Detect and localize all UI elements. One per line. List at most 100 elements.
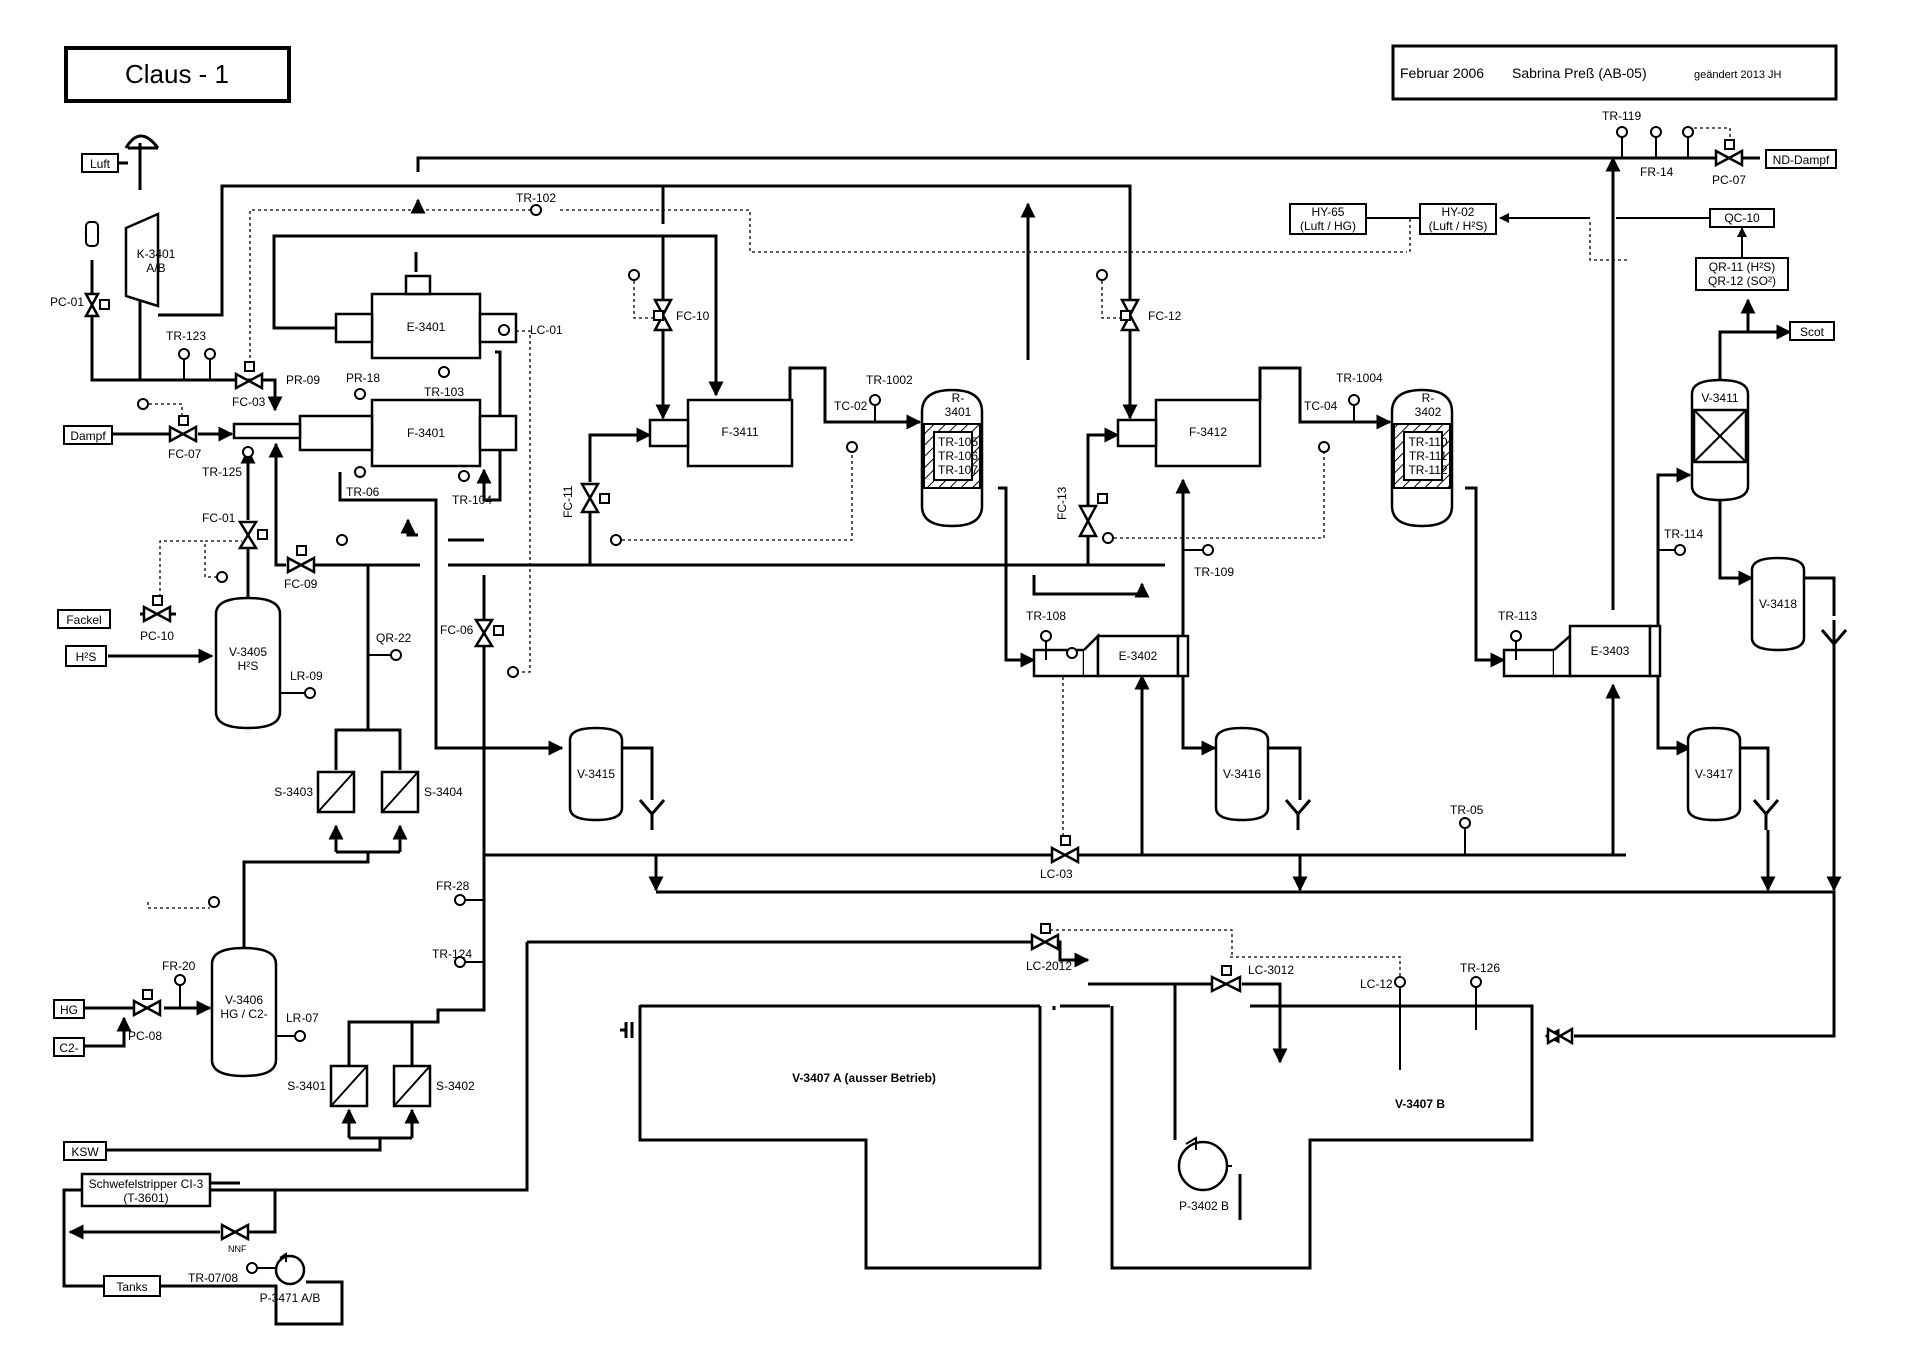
sulfur-stripper: Schwefelstripper CI-3 (T-3601)	[80, 1172, 212, 1208]
furnace-f3411: F-3411	[648, 398, 794, 468]
tag-lc3012: LC-3012	[1248, 963, 1294, 977]
tag-lc01: LC-01	[530, 323, 563, 337]
r3402-label-1: R-	[1422, 391, 1435, 405]
furnace-f3412: F-3412	[1116, 398, 1262, 468]
v3405-label-2: H²S	[238, 659, 259, 673]
f3401-label: F-3401	[407, 426, 445, 440]
tag-pr09: PR-09	[286, 373, 320, 387]
valve-pc01[interactable]	[83, 292, 110, 318]
tag-fc03: FC-03	[232, 395, 266, 409]
filter-s3404: S-3404	[380, 770, 463, 814]
tag-tc04: TC-04	[1304, 399, 1338, 413]
valve-pc08[interactable]	[132, 989, 162, 1018]
tag-lr09: LR-09	[290, 669, 323, 683]
author-date: Februar 2006	[1400, 65, 1484, 81]
analyzer-boxes: HY-65 (Luft / HG) HY-02 (Luft / H²S) QC-…	[1289, 203, 1789, 291]
tag-tr114: TR-114	[1664, 527, 1703, 541]
tag-tr103: TR-103	[424, 385, 464, 399]
f3412-label: F-3412	[1189, 425, 1227, 439]
v3406-label-2: HG / C2-	[220, 1007, 267, 1021]
e3402-label: E-3402	[1119, 649, 1158, 663]
qc10-label: QC-10	[1724, 211, 1760, 225]
p3402b-label: P-3402 B	[1179, 1199, 1229, 1213]
tag-tr06: TR-06	[346, 485, 380, 499]
tag-tr1004: TR-1004	[1336, 371, 1383, 385]
sulfur-pit-v3407: V-3407 A (ausser Betrieb) V-3407 B	[620, 1004, 1534, 1270]
tag-tr119: TR-119	[1602, 109, 1641, 123]
stream-scot: Scot	[1800, 325, 1825, 339]
stream-fackel: Fackel	[66, 613, 101, 627]
v3418-label: V-3418	[1759, 597, 1797, 611]
valve-pc07[interactable]	[1714, 139, 1744, 168]
valve-fc07[interactable]	[168, 415, 198, 444]
f3411-label: F-3411	[721, 425, 758, 439]
valve-fc12[interactable]	[1119, 298, 1141, 332]
v3416-label: V-3416	[1223, 767, 1261, 781]
s3402-label: S-3402	[436, 1079, 475, 1093]
valve-fc01[interactable]	[237, 520, 268, 550]
stream-tanks: Tanks	[116, 1280, 147, 1294]
valve-fc10[interactable]	[652, 298, 674, 332]
valve-fc03[interactable]	[234, 361, 264, 391]
r3401-tag-3: TR-107	[938, 463, 978, 477]
tag-nnf: NNF	[228, 1244, 247, 1254]
v3407a-label: V-3407 A (ausser Betrieb)	[792, 1071, 936, 1085]
tag-fc13: FC-13	[1055, 486, 1069, 520]
tag-fr20: FR-20	[162, 959, 196, 973]
r3401-tag-2: TR-106	[938, 449, 978, 463]
valve-pit-inlet[interactable]	[1546, 1026, 1574, 1046]
r3402-tag-1: TR-110	[1408, 435, 1447, 449]
valve-fc06[interactable]	[473, 618, 504, 648]
r3402-label-2: 3402	[1415, 405, 1442, 419]
tag-tr05: TR-05	[1450, 803, 1484, 817]
k3401-label-2: A/B	[146, 261, 165, 275]
instrument-labels: PC-01 TR-123 FC-03 PR-09 PR-18 FC-07 TR-…	[50, 109, 1746, 1285]
tag-fc07: FC-07	[168, 447, 202, 461]
stream-nd-dampf: ND-Dampf	[1773, 153, 1830, 167]
valve-fc09[interactable]	[286, 545, 316, 575]
valve-lc2012[interactable]	[1030, 923, 1060, 952]
tag-lc2012: LC-2012	[1026, 959, 1072, 973]
r3401-label-1: R-	[952, 391, 965, 405]
tag-lc03: LC-03	[1040, 867, 1073, 881]
tag-tc02: TC-02	[834, 399, 868, 413]
valve-lc03[interactable]	[1050, 835, 1080, 865]
tag-tr102: TR-102	[516, 191, 556, 205]
r3402-tag-2: TR-111	[1409, 449, 1448, 463]
tag-pc01: PC-01	[50, 295, 84, 309]
instrument-bubbles	[137, 126, 1694, 1274]
revision-note: geändert 2013 JH	[1694, 69, 1782, 81]
valve-fc13[interactable]	[1077, 493, 1108, 538]
v3417-label: V-3417	[1695, 767, 1733, 781]
tag-tr108: TR-108	[1026, 609, 1066, 623]
r3402-tag-3: TR-112	[1408, 463, 1447, 477]
tag-lr07: LR-07	[286, 1011, 319, 1025]
signal-lines	[143, 127, 1731, 980]
valve-pc10[interactable]	[142, 595, 172, 624]
furnace-f3401: F-3401	[232, 398, 518, 468]
stream-ksw: KSW	[71, 1145, 99, 1159]
pump-p3471: P-3471 A/B	[260, 1252, 320, 1305]
valve-lc3012[interactable]	[1210, 965, 1242, 994]
filter-s3402: S-3402	[392, 1064, 475, 1108]
vessel-v3418: V-3418	[1750, 556, 1848, 660]
filter-s3403: S-3403	[274, 770, 356, 814]
reactor-r3401: R- 3401 TR-105 TR-106 TR-107	[920, 388, 984, 528]
s3404-label: S-3404	[424, 785, 463, 799]
r3401-label-2: 3401	[945, 405, 972, 419]
tag-fc01: FC-01	[202, 511, 236, 525]
column-v3411: V-3411	[1690, 378, 1750, 502]
tag-qr22: QR-22	[376, 631, 412, 645]
compressor-k3401: K-3401 A/B	[85, 134, 176, 308]
e3403-label: E-3403	[1591, 644, 1630, 658]
hy65-label-1: HY-65	[1312, 205, 1345, 219]
tag-fc11: FC-11	[561, 485, 575, 518]
stream-hg: HG	[60, 1003, 78, 1017]
e3401-label: E-3401	[407, 320, 446, 334]
tag-pc08: PC-08	[128, 1029, 162, 1043]
valve-nnf[interactable]	[220, 1222, 250, 1242]
pump-p3402b: P-3402 B	[1177, 1136, 1232, 1213]
reactor-r3402: R- 3402 TR-110 TR-111 TR-112	[1390, 388, 1454, 528]
valve-fc11[interactable]	[579, 482, 610, 514]
